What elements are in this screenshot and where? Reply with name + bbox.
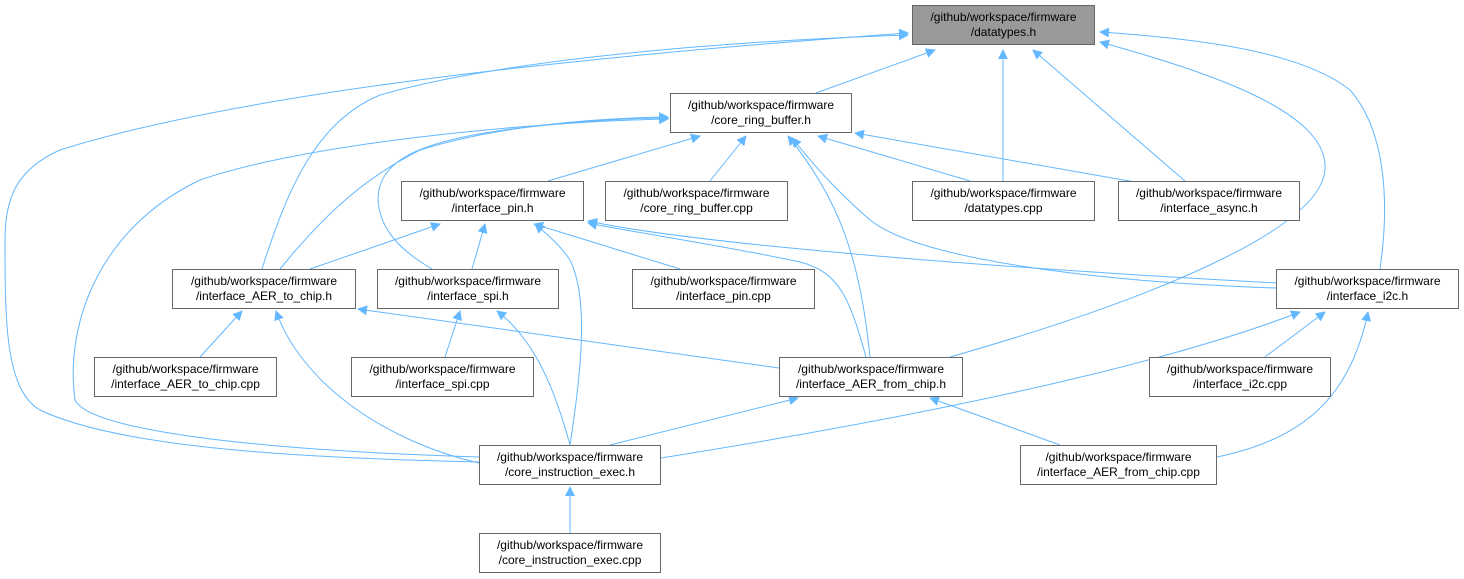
node-interface-async-h[interactable]: /github/workspace/firmware /interface_as… xyxy=(1118,181,1300,221)
node-interface-pin-h[interactable]: /github/workspace/firmware /interface_pi… xyxy=(401,181,584,221)
node-core-instruction-exec-h[interactable]: /github/workspace/firmware /core_instruc… xyxy=(479,445,661,485)
node-datatypes-h: /github/workspace/firmware /datatypes.h xyxy=(912,5,1095,45)
node-path: /github/workspace/firmware xyxy=(623,186,770,200)
node-file: /interface_pin.h xyxy=(451,201,534,215)
node-path: /github/workspace/firmware xyxy=(496,538,644,552)
node-file: /core_ring_buffer.h xyxy=(711,113,811,127)
node-path: /github/workspace/firmware xyxy=(687,98,835,112)
edge-core-instruction-exec-h-to-interface-AER-to-chip-h xyxy=(274,310,480,464)
node-file: /datatypes.cpp xyxy=(964,201,1043,215)
node-path: /github/workspace/firmware xyxy=(496,450,644,464)
edge-core-instruction-exec-h-to-core-ring-buffer-h xyxy=(72,114,669,458)
node-interface-AER-to-chip-cpp[interactable]: /github/workspace/firmware /interface_AE… xyxy=(94,357,277,397)
node-core-ring-buffer-cpp[interactable]: /github/workspace/firmware /core_ring_bu… xyxy=(605,181,788,221)
edge-core-instruction-exec-h-to-interface-AER-from-chip-h xyxy=(609,395,799,446)
node-file: /interface_AER_from_chip.h xyxy=(795,377,947,391)
node-file: /datatypes.h xyxy=(970,25,1037,39)
node-interface-pin-cpp[interactable]: /github/workspace/firmware /interface_pi… xyxy=(632,269,815,309)
edge-interface-async-h-to-datatypes-h xyxy=(1032,49,1186,182)
node-file: /interface_spi.cpp xyxy=(395,377,490,391)
edge-core-ring-buffer-cpp-to-core-ring-buffer-h xyxy=(709,135,747,182)
node-core-ring-buffer-h[interactable]: /github/workspace/firmware /core_ring_bu… xyxy=(670,93,852,133)
edge-interface-i2c-h-to-interface-pin-h xyxy=(587,217,1277,284)
edge-interface-pin-h-to-core-ring-buffer-h xyxy=(547,133,701,182)
node-interface-AER-from-chip-h[interactable]: /github/workspace/firmware /interface_AE… xyxy=(779,357,963,397)
node-file: /interface_pin.cpp xyxy=(676,289,771,303)
edge-interface-AER-to-chip-h-to-datatypes-h xyxy=(261,30,909,270)
node-file: /interface_i2c.h xyxy=(1326,289,1409,303)
node-path: /github/workspace/firmware xyxy=(1135,186,1283,200)
node-file: /core_ring_buffer.cpp xyxy=(640,201,753,215)
node-path: /github/workspace/firmware xyxy=(650,274,797,288)
node-path: /github/workspace/firmware xyxy=(1166,362,1314,376)
node-file: /interface_spi.h xyxy=(427,289,509,303)
node-path: /github/workspace/firmware xyxy=(419,186,566,200)
edge-core-instruction-exec-h-to-interface-i2c-h xyxy=(660,310,1301,459)
edge-core-instruction-exec-h-to-interface-spi-h xyxy=(496,310,571,446)
edge-datatypes-cpp-to-core-ring-buffer-h xyxy=(817,133,971,182)
node-interface-spi-cpp[interactable]: /github/workspace/firmware /interface_sp… xyxy=(351,357,534,397)
edge-interface-spi-cpp-to-interface-spi-h xyxy=(444,310,462,358)
edge-core-instruction-exec-h-to-interface-pin-h xyxy=(534,223,583,446)
edge-interface-AER-from-chip-h-to-interface-pin-h xyxy=(587,220,867,358)
node-file: /interface_AER_to_chip.h xyxy=(195,289,333,303)
node-core-instruction-exec-cpp[interactable]: /github/workspace/firmware /core_instruc… xyxy=(479,533,661,573)
node-path: /github/workspace/firmware xyxy=(1294,274,1441,288)
edge-interface-i2c-h-to-datatypes-h xyxy=(1099,27,1386,270)
edge-interface-AER-from-chip-h-to-interface-AER-to-chip-h xyxy=(357,305,780,369)
node-path: /github/workspace/firmware xyxy=(930,10,1077,24)
node-file: /interface_i2c.cpp xyxy=(1192,377,1288,391)
edge-interface-AER-from-chip-h-to-datatypes-h xyxy=(949,39,1326,358)
node-interface-i2c-h[interactable]: /github/workspace/firmware /interface_i2… xyxy=(1276,269,1459,309)
edge-interface-spi-h-to-core-ring-buffer-h xyxy=(377,113,669,270)
edge-interface-AER-to-chip-cpp-to-interface-AER-to-chip-h xyxy=(199,310,243,358)
node-file: /interface_AER_to_chip.cpp xyxy=(111,377,260,391)
node-file: /core_instruction_exec.cpp xyxy=(498,553,642,567)
node-path: /github/workspace/firmware xyxy=(930,186,1077,200)
node-path: /github/workspace/firmware xyxy=(394,274,542,288)
node-interface-AER-to-chip-h[interactable]: /github/workspace/firmware /interface_AE… xyxy=(172,269,356,309)
node-file: /interface_async.h xyxy=(1160,201,1258,215)
edge-interface-AER-from-chip-h-to-core-ring-buffer-h xyxy=(787,135,871,358)
edge-interface-AER-from-chip-cpp-to-interface-AER-from-chip-h xyxy=(929,396,1061,446)
node-file: /interface_AER_from_chip.cpp xyxy=(1037,465,1200,479)
edge-interface-i2c-cpp-to-interface-i2c-h xyxy=(1264,311,1326,358)
dependency-edges xyxy=(4,27,1386,533)
node-path: /github/workspace/firmware xyxy=(369,362,516,376)
edge-interface-i2c-h-to-core-ring-buffer-h xyxy=(791,137,1277,289)
node-interface-AER-from-chip-cpp[interactable]: /github/workspace/firmware /interface_AE… xyxy=(1020,445,1217,485)
node-path: /github/workspace/firmware xyxy=(1045,450,1192,464)
edge-interface-spi-h-to-interface-pin-h xyxy=(471,223,488,270)
edge-core-ring-buffer-h-to-datatypes-h xyxy=(815,48,936,94)
node-interface-i2c-cpp[interactable]: /github/workspace/firmware /interface_i2… xyxy=(1149,357,1331,397)
node-file: /core_instruction_exec.h xyxy=(504,465,636,479)
edge-interface-pin-cpp-to-interface-pin-h xyxy=(533,221,681,270)
node-interface-spi-h[interactable]: /github/workspace/firmware /interface_sp… xyxy=(377,269,559,309)
edge-interface-async-h-to-core-ring-buffer-h xyxy=(854,129,1136,183)
node-path: /github/workspace/firmware xyxy=(190,274,338,288)
edge-core-instruction-exec-h-to-datatypes-h xyxy=(4,28,909,463)
node-path: /github/workspace/firmware xyxy=(797,362,945,376)
node-path: /github/workspace/firmware xyxy=(112,362,259,376)
edge-interface-AER-to-chip-h-to-interface-pin-h xyxy=(309,222,441,270)
node-datatypes-cpp[interactable]: /github/workspace/firmware /datatypes.cp… xyxy=(912,181,1095,221)
edge-interface-AER-from-chip-cpp-to-interface-i2c-h xyxy=(1216,311,1372,458)
